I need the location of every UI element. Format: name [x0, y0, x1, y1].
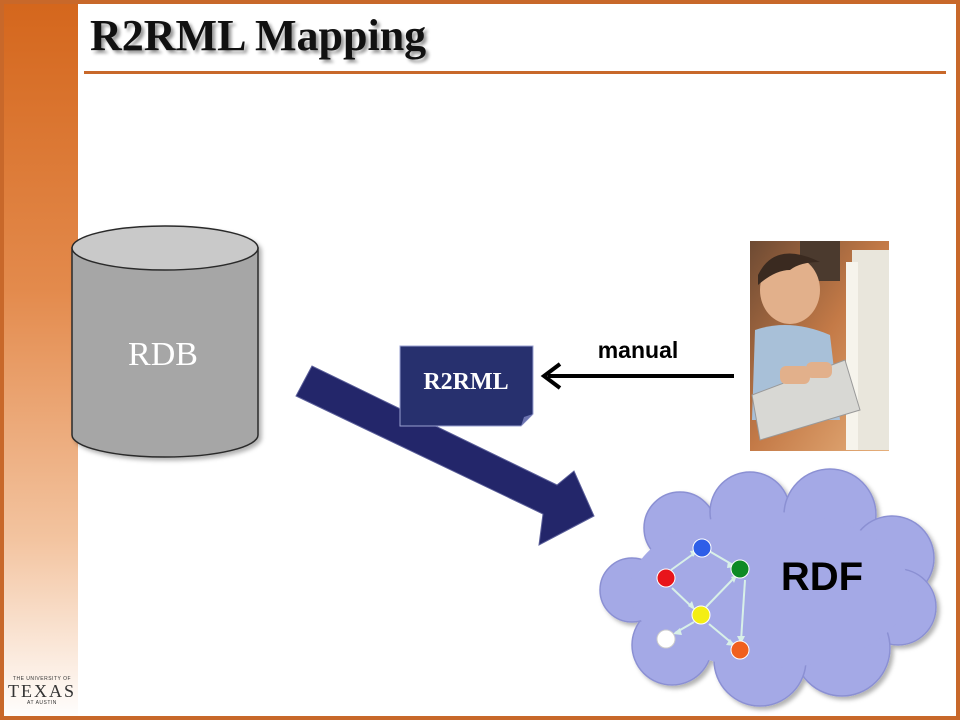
rdf-cloud: [599, 468, 937, 707]
rdf-node-orange: [730, 640, 750, 660]
title-underline: [84, 71, 946, 74]
rdf-node-white: [656, 629, 676, 649]
manual-label: manual: [598, 337, 679, 363]
left-accent-bar: [0, 0, 78, 720]
person-at-computer-photo: [750, 241, 889, 451]
rdf-label: RDF: [781, 555, 863, 599]
logo-line-2: TEXAS: [8, 681, 76, 701]
rdf-node-blue: [692, 538, 712, 558]
rdf-node-green: [730, 559, 750, 579]
slide-title: R2RML Mapping: [90, 11, 427, 60]
mapping-document-label: R2RML: [423, 369, 508, 395]
logo-line-3: AT AUSTIN: [27, 700, 57, 706]
rdf-graph-arrowheads: [673, 550, 745, 646]
logo-line-1: THE UNIVERSITY OF: [12, 676, 72, 682]
transform-arrow: [295, 365, 595, 546]
manual-arrow-head: [540, 362, 562, 390]
document-fold: [521, 414, 533, 426]
rdf-node-red: [656, 568, 676, 588]
university-logo: THE UNIVERSITY OF TEXAS AT AUSTIN: [8, 676, 76, 706]
database-label: RDB: [128, 336, 198, 373]
rdf-node-yellow: [691, 605, 711, 625]
database-cylinder: [71, 225, 259, 458]
